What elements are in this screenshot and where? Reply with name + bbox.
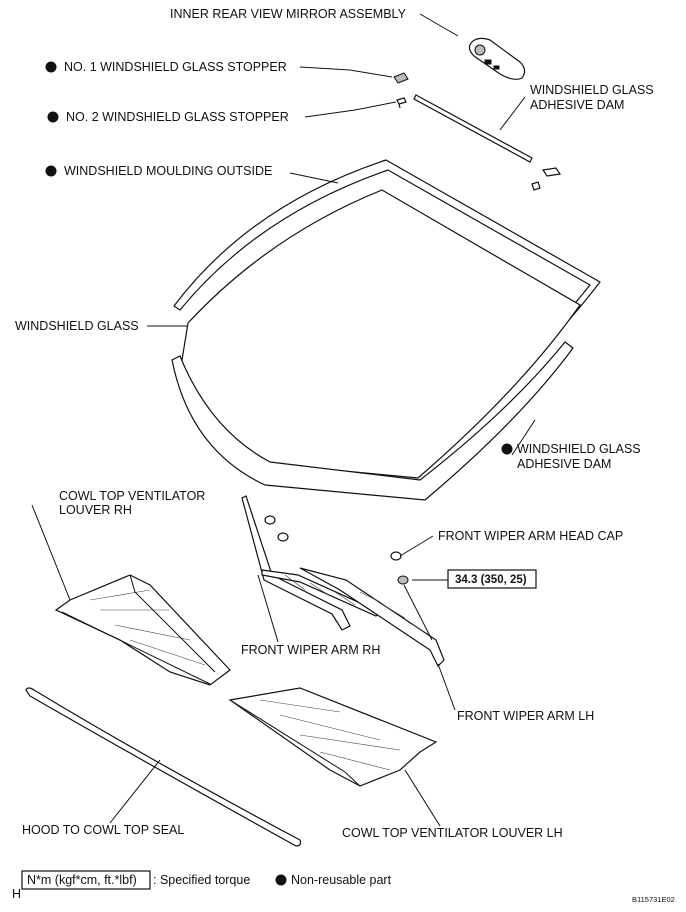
label-dam-top-line1: WINDSHIELD GLASS bbox=[530, 83, 654, 97]
figure-code: B115731E02 bbox=[632, 895, 675, 904]
label-arm-rh: FRONT WIPER ARM RH bbox=[241, 643, 380, 657]
wiper-arm-lh-drawing bbox=[299, 567, 445, 668]
label-glass: WINDSHIELD GLASS bbox=[15, 319, 139, 333]
louver-lh-drawing bbox=[228, 687, 438, 787]
label-mirror: INNER REAR VIEW MIRROR ASSEMBLY bbox=[170, 7, 407, 21]
label-dam-bottom-line2: ADHESIVE DAM bbox=[517, 457, 611, 471]
label-louver-rh-line1: COWL TOP VENTILATOR bbox=[59, 489, 205, 503]
label-dam-bottom-line1: WINDSHIELD GLASS bbox=[517, 442, 641, 456]
label-head-cap: FRONT WIPER ARM HEAD CAP bbox=[438, 529, 623, 543]
legend-torque-box bbox=[21, 870, 151, 890]
torque-box bbox=[447, 569, 537, 589]
hood-seal-drawing bbox=[25, 687, 302, 847]
label-moulding: WINDSHIELD MOULDING OUTSIDE bbox=[64, 164, 272, 178]
legend-torque-text: : Specified torque bbox=[153, 873, 250, 887]
label-arm-lh: FRONT WIPER ARM LH bbox=[457, 709, 594, 723]
bullet-stopper2 bbox=[47, 111, 59, 123]
bullet-moulding bbox=[45, 165, 57, 177]
legend-bullet bbox=[275, 874, 287, 886]
adhesive-dam-lower-drawing bbox=[171, 341, 574, 501]
stopper1-drawing bbox=[393, 72, 409, 84]
label-dam-top-line2: ADHESIVE DAM bbox=[530, 98, 624, 112]
non-reusable-bullets bbox=[45, 61, 513, 455]
bullet-stopper1 bbox=[45, 61, 57, 73]
legend: N*m (kgf*cm, ft.*lbf) : Specified torque… bbox=[21, 870, 392, 890]
torque-value: 34.3 (350, 25) bbox=[455, 574, 527, 586]
stopper2-drawing bbox=[396, 97, 407, 109]
label-stopper2: NO. 2 WINDSHIELD GLASS STOPPER bbox=[66, 110, 289, 124]
louver-rh-drawing bbox=[54, 574, 231, 686]
glass-drawing bbox=[181, 189, 581, 479]
footer-code-left: H bbox=[12, 887, 21, 901]
label-hood-seal: HOOD TO COWL TOP SEAL bbox=[22, 823, 184, 837]
legend-nonreusable-text: Non-reusable part bbox=[291, 873, 392, 887]
head-caps-drawing bbox=[264, 515, 409, 585]
adhesive-dam-upper-drawing bbox=[413, 94, 562, 191]
bullet-dam-lower bbox=[501, 443, 513, 455]
label-stopper1: NO. 1 WINDSHIELD GLASS STOPPER bbox=[64, 60, 287, 74]
torque-callout: 34.3 (350, 25) bbox=[447, 569, 537, 589]
wiper-arm-rh-drawing bbox=[241, 495, 382, 631]
label-louver-rh-line2: LOUVER RH bbox=[59, 503, 132, 517]
mirror-drawing bbox=[468, 37, 526, 80]
leader-lines bbox=[31, 13, 536, 827]
legend-torque-unit: N*m (kgf*cm, ft.*lbf) bbox=[27, 873, 137, 887]
label-louver-lh: COWL TOP VENTILATOR LOUVER LH bbox=[342, 826, 563, 840]
